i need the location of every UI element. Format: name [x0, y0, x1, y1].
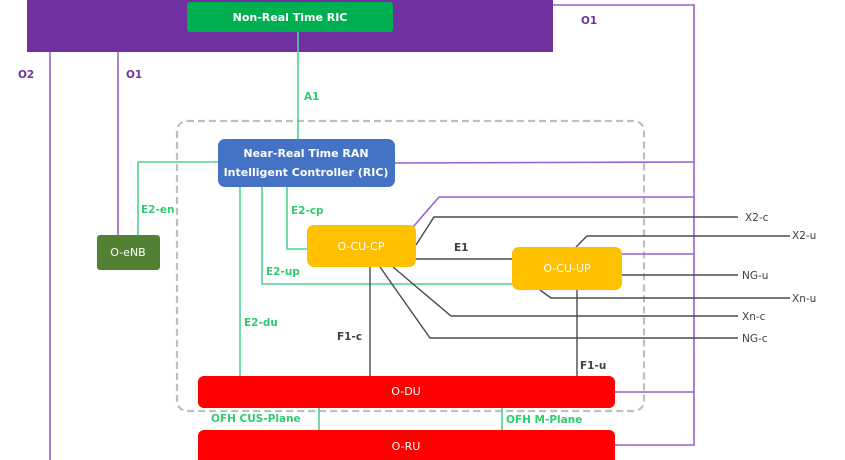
- o1-to-near-rt-ric: [394, 161, 695, 164]
- o-cu-cp-label: O-CU-CP: [338, 240, 385, 253]
- e2-up-label: E2-up: [266, 266, 300, 278]
- e2-du-label: E2-du: [244, 317, 278, 329]
- e2-cp-label: E2-cp: [291, 205, 324, 217]
- o-du-label: O-DU: [391, 385, 420, 398]
- non-rt-ric-box[interactable]: [187, 2, 393, 32]
- o-cu-cp-box[interactable]: [307, 225, 416, 267]
- e2-en-line: [137, 161, 218, 235]
- o-cu-up-box[interactable]: [512, 247, 622, 290]
- ng-c-line: [379, 266, 738, 339]
- e2-up-line: [261, 187, 512, 285]
- ofh-cus-label: OFH CUS-Plane: [211, 413, 301, 425]
- e2-cp-line: [286, 187, 307, 250]
- o1-right-label: O1: [581, 15, 597, 27]
- ng-c-label: NG-c: [742, 333, 768, 345]
- xn-u-label: Xn-u: [792, 293, 816, 305]
- o-enb-box[interactable]: [97, 235, 160, 270]
- x2-u-label: X2-u: [792, 230, 816, 242]
- e2-en-label: E2-en: [141, 204, 174, 216]
- o1-to-o-cu-cp: [412, 196, 694, 228]
- near-rt-ric-label-line1: Near-Real Time RAN: [243, 147, 368, 160]
- e1-label: E1: [454, 242, 468, 254]
- o-cu-up-label: O-CU-UP: [543, 262, 591, 275]
- near-rt-ric-label-line2: Intelligent Controller (RIC): [224, 166, 389, 179]
- ng-u-label: NG-u: [742, 270, 768, 282]
- xn-u-line: [539, 289, 790, 299]
- f1-u-label: F1-u: [580, 360, 606, 372]
- x2-c-label: X2-c: [745, 212, 769, 224]
- o-ru-box[interactable]: [198, 430, 615, 460]
- o-du-box[interactable]: [198, 376, 615, 408]
- ran-boundary-dashed: [175, 119, 646, 413]
- ofh-m-label: OFH M-Plane: [506, 414, 582, 426]
- near-rt-ric-box[interactable]: [218, 139, 395, 187]
- o2-label: O2: [18, 69, 34, 81]
- xn-c-line: [392, 266, 738, 317]
- non-rt-ric-label: Non-Real Time RIC: [233, 11, 348, 24]
- a1-label: A1: [304, 91, 319, 103]
- o-enb-label: O-eNB: [110, 246, 145, 259]
- o-ru-label: O-RU: [392, 440, 421, 453]
- x2-c-line: [415, 216, 738, 246]
- xn-c-label: Xn-c: [742, 311, 766, 323]
- o1-left-label: O1: [126, 69, 142, 81]
- o1-right-line: [553, 4, 695, 446]
- f1-c-label: F1-c: [337, 331, 362, 343]
- x2-u-line: [575, 235, 790, 248]
